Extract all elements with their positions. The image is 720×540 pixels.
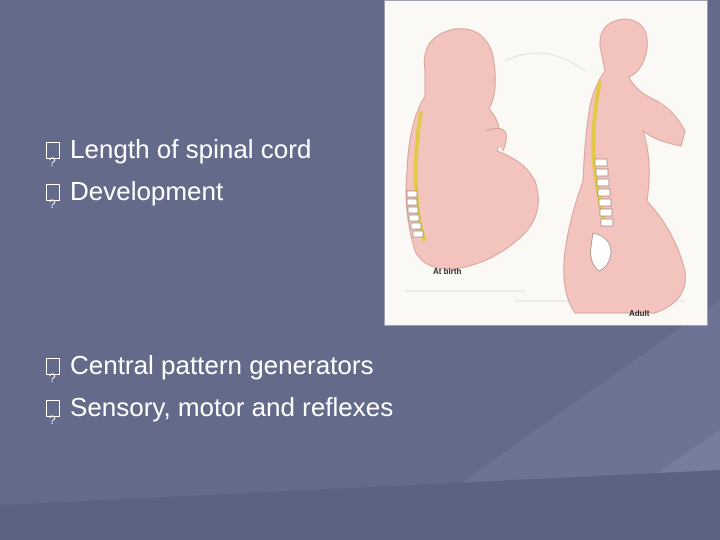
spinal-cord-illustration: At birth Adult [384,0,708,326]
bullet-list-bottom: Central pattern generators Sensory, moto… [46,344,394,441]
adult-body [563,18,686,314]
label-at-birth: At birth [433,267,462,276]
bullet-text: Development [70,176,224,206]
adult-figure [563,18,686,314]
background-band [0,470,720,540]
bullet-item: Development [46,170,311,225]
bullet-text: Length of spinal cord [70,134,312,164]
bullet-box-icon [46,183,60,225]
bullet-text: Central pattern generators [70,350,374,380]
bullet-list-top: Length of spinal cord Development [46,128,312,225]
infant-vertebrae [406,190,424,238]
bullet-box-icon [46,357,60,399]
bullet-text: Sensory, motor and reflexes [70,392,394,422]
bullet-item: Sensory, motor and reflexes [46,386,394,441]
bullet-box-icon [46,141,60,183]
adult-vertebrae [590,158,614,272]
bullet-item: Central pattern generators [46,344,393,399]
bullet-box-icon [46,399,60,441]
bullet-item: Length of spinal cord [46,128,312,183]
illustration-drawing [405,18,686,314]
infant-body [405,28,539,270]
label-adult: Adult [629,309,650,318]
infant-figure [405,28,539,270]
adult-sacrum [590,232,612,272]
infant-arm [484,128,507,152]
